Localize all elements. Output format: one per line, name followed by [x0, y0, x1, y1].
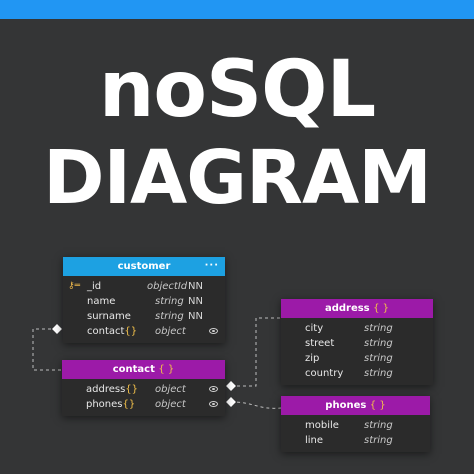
field-row[interactable]: surname string NN [63, 309, 225, 324]
object-brace: { } [369, 400, 386, 411]
connector-contact-address [231, 317, 281, 387]
field-row[interactable]: contact{} object [63, 324, 225, 339]
entity-phones-title: phones [325, 400, 367, 411]
field-type: string [155, 311, 184, 322]
field-name: city [305, 323, 324, 334]
field-name: street [305, 338, 335, 349]
field-type: string [364, 323, 393, 334]
object-brace: {} [122, 399, 136, 410]
field-row[interactable]: address{} object [62, 382, 225, 397]
field-row[interactable]: name string NN [63, 294, 225, 309]
entity-customer[interactable]: customer ··· ⚷═ _id objectId NN name str… [63, 257, 225, 343]
field-name: line [305, 435, 324, 446]
connector-diamond-phones [226, 397, 236, 407]
connector-customer-contact [32, 328, 62, 371]
field-type: string [155, 296, 184, 307]
field-row[interactable]: zip string [281, 351, 433, 366]
field-row[interactable]: street string [281, 336, 433, 351]
connector-contact-phones [230, 401, 282, 409]
field-type: objectId [147, 281, 188, 292]
field-nn: NN [188, 281, 203, 292]
field-type: string [364, 435, 393, 446]
top-accent-bar [0, 0, 474, 19]
entity-phones[interactable]: phones { } mobile string line string [281, 396, 430, 452]
title-nosql: noSQL [98, 45, 376, 135]
field-nn: NN [188, 296, 203, 307]
field-row[interactable]: country string [281, 366, 433, 381]
field-name: name [87, 296, 116, 307]
field-type: string [364, 368, 393, 379]
entity-customer-header[interactable]: customer ··· [63, 257, 225, 276]
connector-diamond-address [226, 381, 236, 391]
field-type: object [155, 384, 186, 395]
entity-address-title: address [324, 303, 370, 314]
field-row[interactable]: ⚷═ _id objectId NN [63, 279, 225, 294]
field-type: string [364, 353, 393, 364]
field-name: mobile [305, 420, 339, 431]
entity-contact[interactable]: contact { } address{} object phones{} ob… [62, 360, 225, 416]
eye-icon[interactable] [209, 386, 218, 392]
entity-phones-header[interactable]: phones { } [281, 396, 430, 415]
field-name: surname [87, 311, 131, 322]
object-brace: { } [158, 364, 175, 375]
field-row[interactable]: mobile string [281, 418, 430, 433]
field-name: address [86, 384, 126, 395]
entity-contact-header[interactable]: contact { } [62, 360, 225, 379]
more-options-icon[interactable]: ··· [204, 260, 219, 271]
entity-contact-title: contact [112, 364, 155, 375]
connector-diamond-customer [52, 324, 62, 334]
entity-customer-title: customer [117, 261, 171, 272]
field-nn: NN [188, 311, 203, 322]
field-row[interactable]: line string [281, 433, 430, 448]
field-name: country [305, 368, 344, 379]
field-row[interactable]: phones{} object [62, 397, 225, 412]
field-row[interactable]: city string [281, 321, 433, 336]
entity-address[interactable]: address { } city string street string zi… [281, 299, 433, 385]
object-brace: { } [373, 303, 390, 314]
field-name: _id [87, 281, 102, 292]
field-type: object [155, 399, 186, 410]
field-name: contact [87, 326, 125, 337]
field-type: string [364, 338, 393, 349]
object-brace: {} [124, 326, 138, 337]
eye-icon[interactable] [209, 401, 218, 407]
entity-address-header[interactable]: address { } [281, 299, 433, 318]
field-name: zip [305, 353, 320, 364]
eye-icon[interactable] [209, 328, 218, 334]
key-icon: ⚷═ [68, 281, 81, 291]
title-diagram: DIAGRAM [43, 135, 432, 221]
object-brace: {} [125, 384, 139, 395]
field-name: phones [86, 399, 123, 410]
field-type: string [364, 420, 393, 431]
field-type: object [155, 326, 186, 337]
